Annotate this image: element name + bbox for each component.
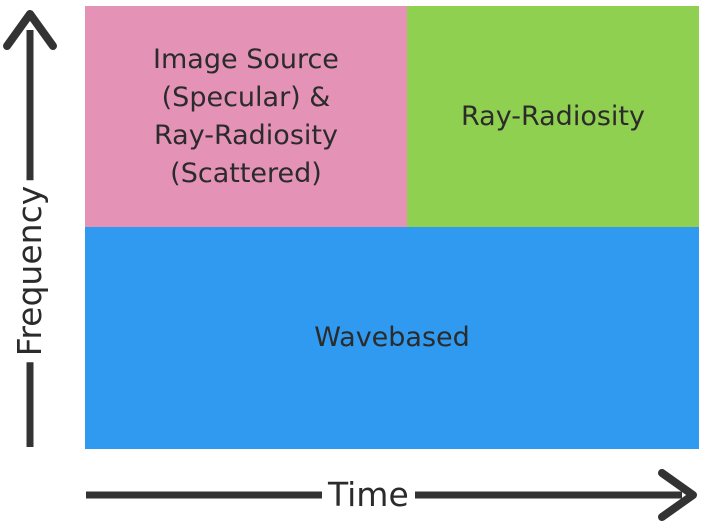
- region-wavebased: Wavebased: [85, 227, 699, 449]
- region-label-ray-radiosity: Ray-Radiosity: [461, 100, 645, 132]
- region-image-source-ray-radiosity: Image Source (Specular) & Ray-Radiosity …: [85, 6, 407, 227]
- region-label-wavebased: Wavebased: [314, 322, 470, 353]
- region-label-image-source: Image Source (Specular) & Ray-Radiosity …: [153, 43, 339, 189]
- region-ray-radiosity: Ray-Radiosity: [407, 6, 699, 227]
- x-axis-label: Time: [322, 475, 415, 515]
- y-axis-label: Frequency: [10, 179, 50, 363]
